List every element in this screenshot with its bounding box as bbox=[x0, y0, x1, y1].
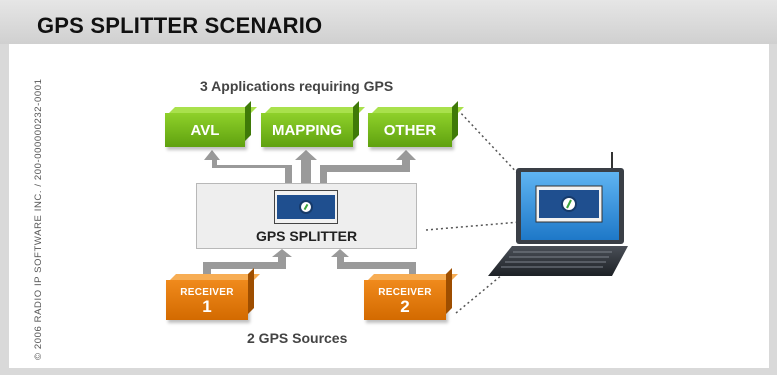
app-label-mapping: MAPPING bbox=[271, 121, 342, 139]
receiver-1-label: RECEIVER bbox=[180, 287, 234, 298]
gps-splitter-box: GPS SPLITTER bbox=[196, 183, 417, 249]
arrow-from-receiver-1 bbox=[203, 249, 292, 280]
arrow-to-other bbox=[320, 150, 416, 183]
dotted-line-apps-to-laptop bbox=[457, 109, 523, 179]
app-label-other: OTHER bbox=[383, 121, 437, 139]
dotted-line-splitter-to-laptop bbox=[425, 221, 521, 231]
app-box-other: OTHER bbox=[368, 113, 452, 147]
receiver-2-label: RECEIVER bbox=[378, 287, 432, 298]
sources-caption: 2 GPS Sources bbox=[247, 330, 348, 346]
receiver-1-number: 1 bbox=[202, 297, 212, 316]
applications-caption: 3 Applications requiring GPS bbox=[200, 78, 394, 94]
app-label-avl: AVL bbox=[190, 121, 220, 139]
receiver-box-1: RECEIVER 1 bbox=[166, 280, 248, 320]
arrow-from-receiver-2 bbox=[331, 249, 416, 280]
app-box-avl: AVL bbox=[165, 113, 245, 147]
app-box-mapping: MAPPING bbox=[261, 113, 353, 147]
gps-compass-icon bbox=[274, 190, 338, 224]
arrow-to-mapping bbox=[295, 150, 317, 183]
header-bar: GPS SPLITTER SCENARIO bbox=[0, 0, 777, 44]
page-title: GPS SPLITTER SCENARIO bbox=[37, 13, 323, 38]
arrow-to-avl bbox=[204, 150, 292, 183]
dotted-line-receivers-to-laptop bbox=[455, 259, 521, 314]
receiver-2-number: 2 bbox=[400, 297, 410, 316]
splitter-label: GPS SPLITTER bbox=[255, 228, 358, 244]
receiver-box-2: RECEIVER 2 bbox=[364, 280, 446, 320]
